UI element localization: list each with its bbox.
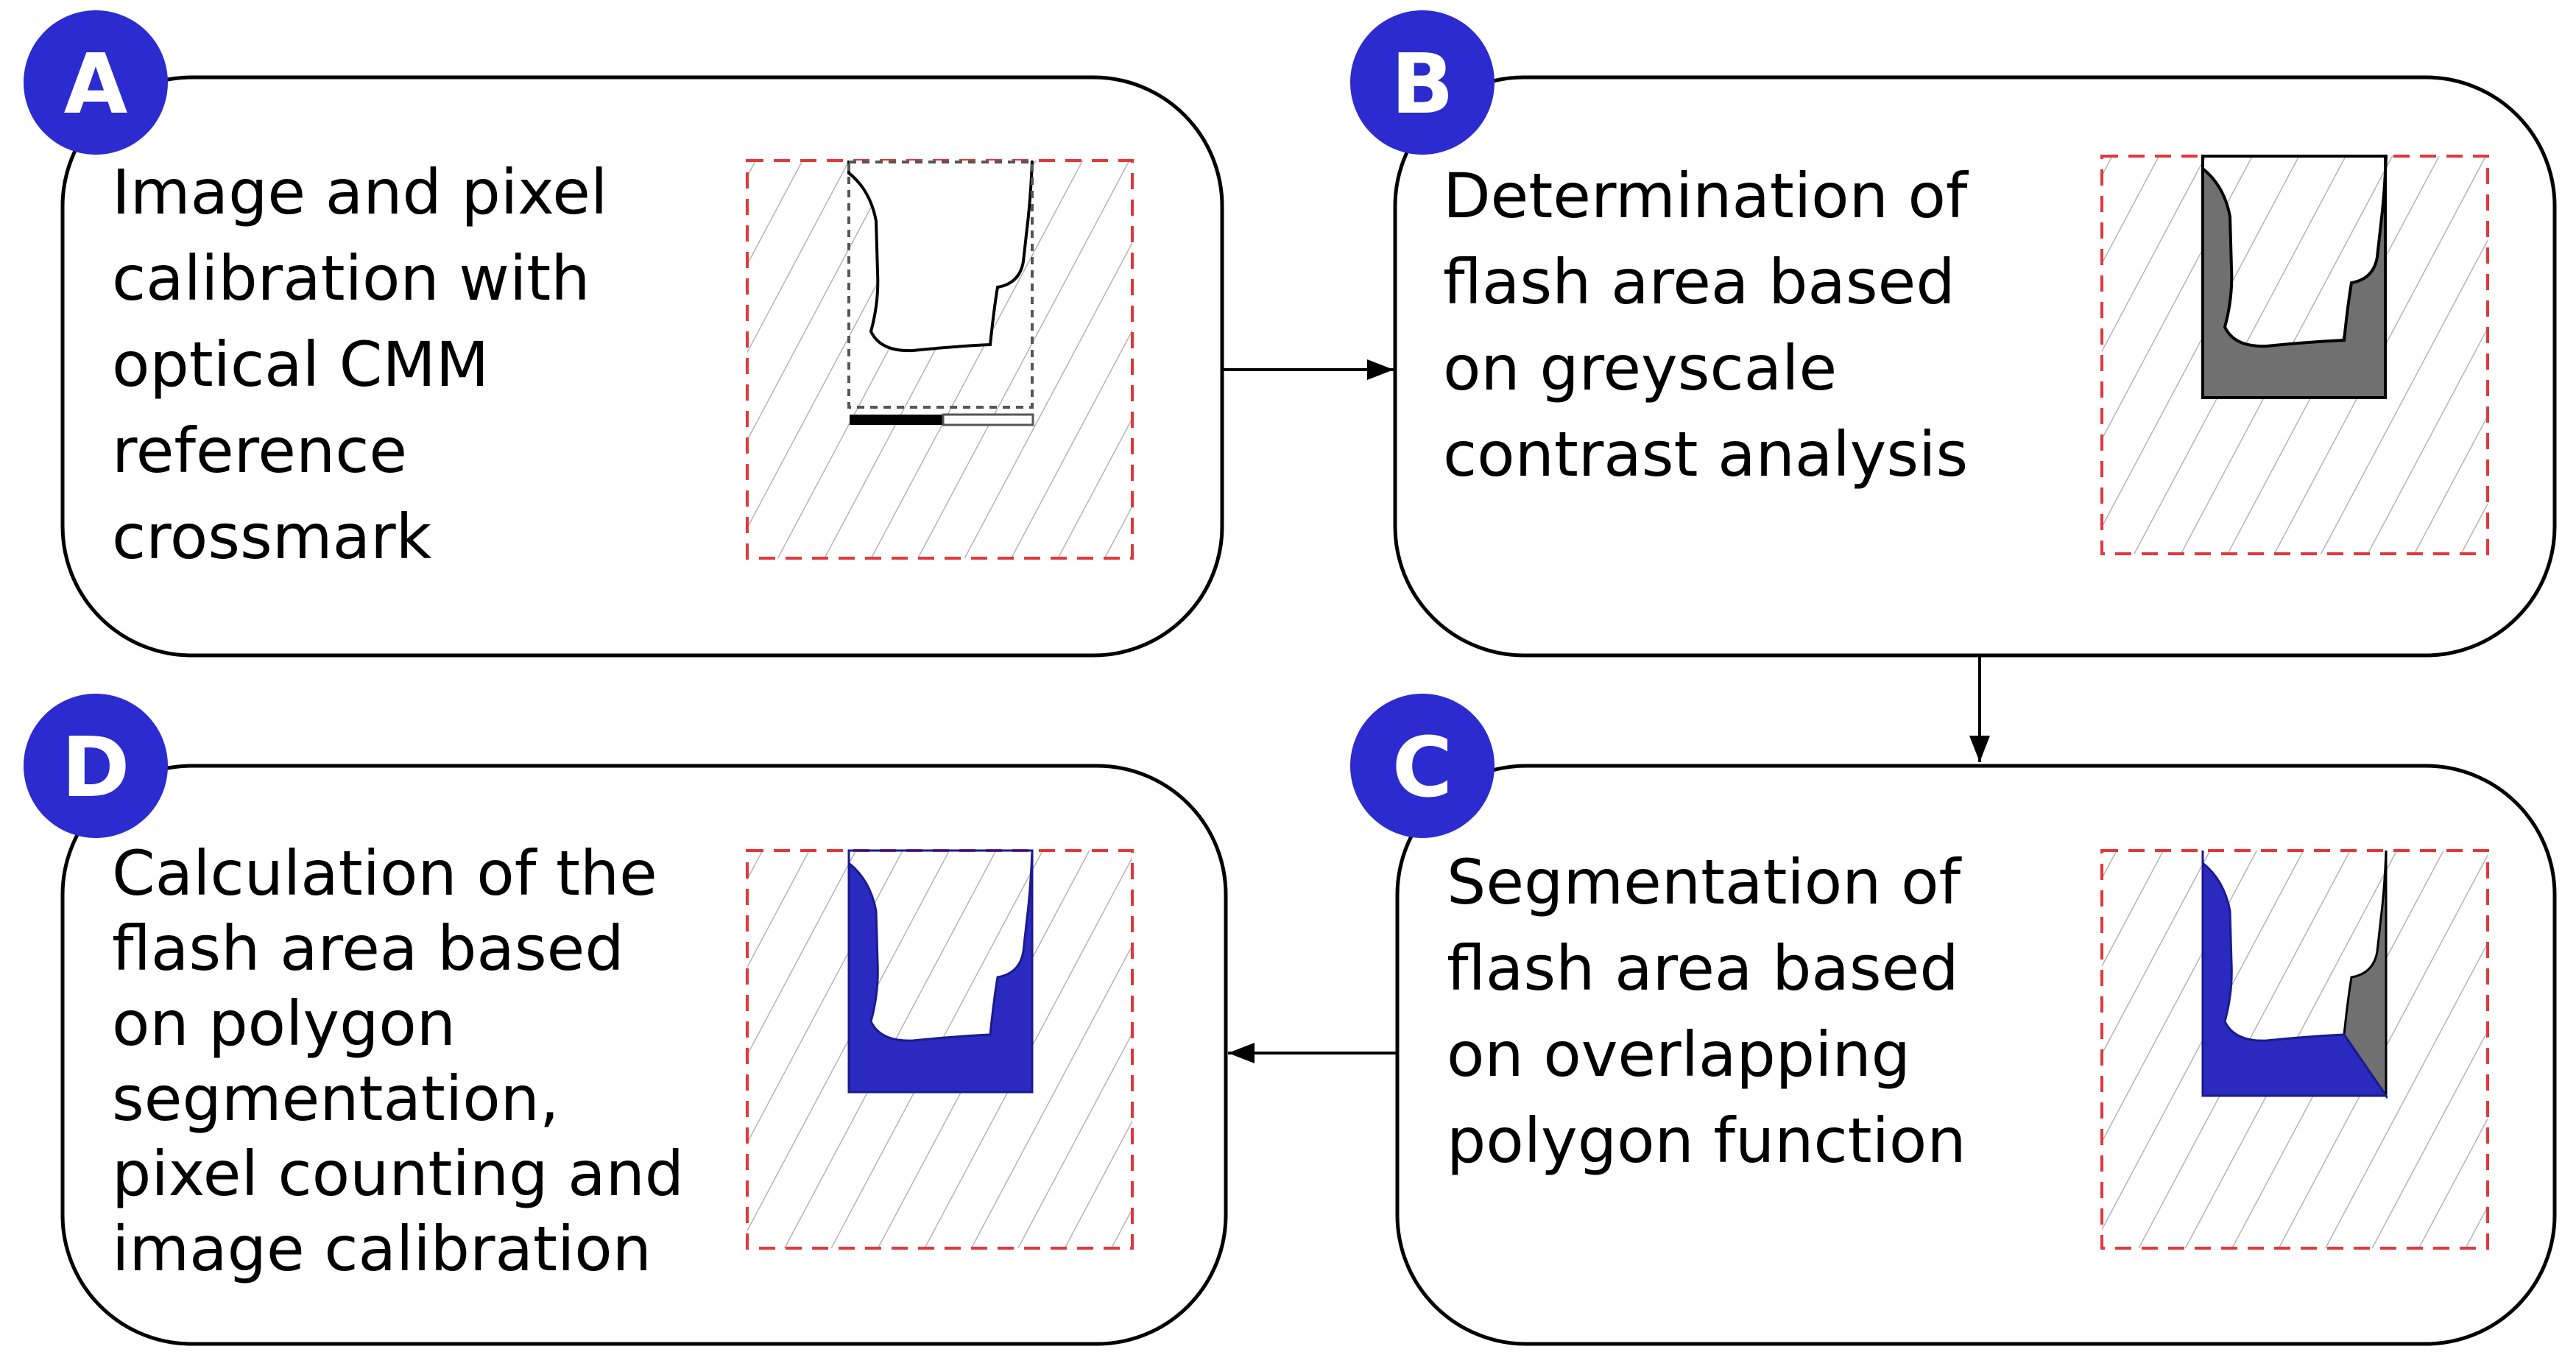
step-text-line: Determination of — [1443, 160, 1969, 232]
step-text-line: Image and pixel — [112, 156, 607, 228]
step-text-line: image calibration — [112, 1213, 652, 1285]
step-text: Image and pixel calibration with optical… — [112, 156, 607, 573]
badge-letter: D — [62, 720, 130, 816]
step-text-line: polygon function — [1447, 1105, 1966, 1177]
greyscale-illustration — [2100, 155, 2489, 555]
step-text: Determination of flash area based on gre… — [1443, 160, 1969, 490]
step-text-line: contrast analysis — [1443, 418, 1968, 490]
connectors — [1224, 359, 1990, 1063]
badge-letter: C — [1392, 720, 1453, 816]
step-badge: C — [1350, 694, 1495, 838]
grey-remainder — [2343, 850, 2388, 1099]
step-text: Calculation of the flash area based on p… — [112, 837, 684, 1285]
step-text-line: optical CMM — [112, 328, 489, 401]
step-text-line: pixel counting and — [112, 1138, 684, 1210]
badge-letter: A — [64, 37, 128, 133]
step-text-line: Segmentation of — [1447, 846, 1962, 918]
step-text-line: Calculation of the — [112, 837, 657, 909]
step-text-line: on greyscale — [1443, 332, 1837, 404]
step-text-line: on polygon — [112, 987, 456, 1060]
flash-profile-outline — [847, 160, 1034, 353]
badge-circle — [24, 694, 168, 838]
reference-crossmark — [847, 161, 1034, 409]
pixel-count-illustration — [746, 849, 1134, 1250]
badge-circle — [24, 10, 168, 155]
blue-flash-area — [847, 849, 1034, 1094]
flash-profile — [849, 161, 1032, 351]
image-frame — [746, 159, 1134, 560]
step-text-line: calibration with — [112, 242, 590, 314]
step-text-line: crossmark — [112, 501, 432, 573]
step-c: Segmentation of flash area based on over… — [1350, 694, 2557, 1346]
scale-bar-empty — [942, 413, 1034, 426]
step-text: Segmentation of flash area based on over… — [1447, 846, 1966, 1177]
step-text-line: reference — [112, 415, 407, 487]
overlapping-polygon — [2201, 851, 2388, 1097]
polygon-overlap-illustration — [2100, 849, 2489, 1250]
step-text-line: flash area based — [1447, 932, 1959, 1004]
step-text-line: segmentation, — [112, 1063, 560, 1135]
calibration-illustration — [746, 159, 1134, 560]
badge-circle — [1350, 694, 1495, 838]
step-a: Image and pixel calibration with optical… — [24, 10, 1224, 658]
badge-circle — [1350, 10, 1495, 155]
scale-bar-filled — [850, 415, 943, 425]
step-text-line: flash area based — [112, 912, 624, 985]
step-d: Calculation of the flash area based on p… — [24, 694, 1228, 1346]
step-badge: D — [24, 694, 168, 838]
greyscale-flash-area — [2201, 155, 2388, 399]
step-b: Determination of flash area based on gre… — [1350, 10, 2557, 658]
step-badge: B — [1350, 10, 1495, 155]
step-badge: A — [24, 10, 168, 155]
badge-letter: B — [1391, 37, 1453, 133]
step-text-line: on overlapping — [1447, 1018, 1910, 1091]
step-text-line: flash area based — [1443, 246, 1955, 318]
